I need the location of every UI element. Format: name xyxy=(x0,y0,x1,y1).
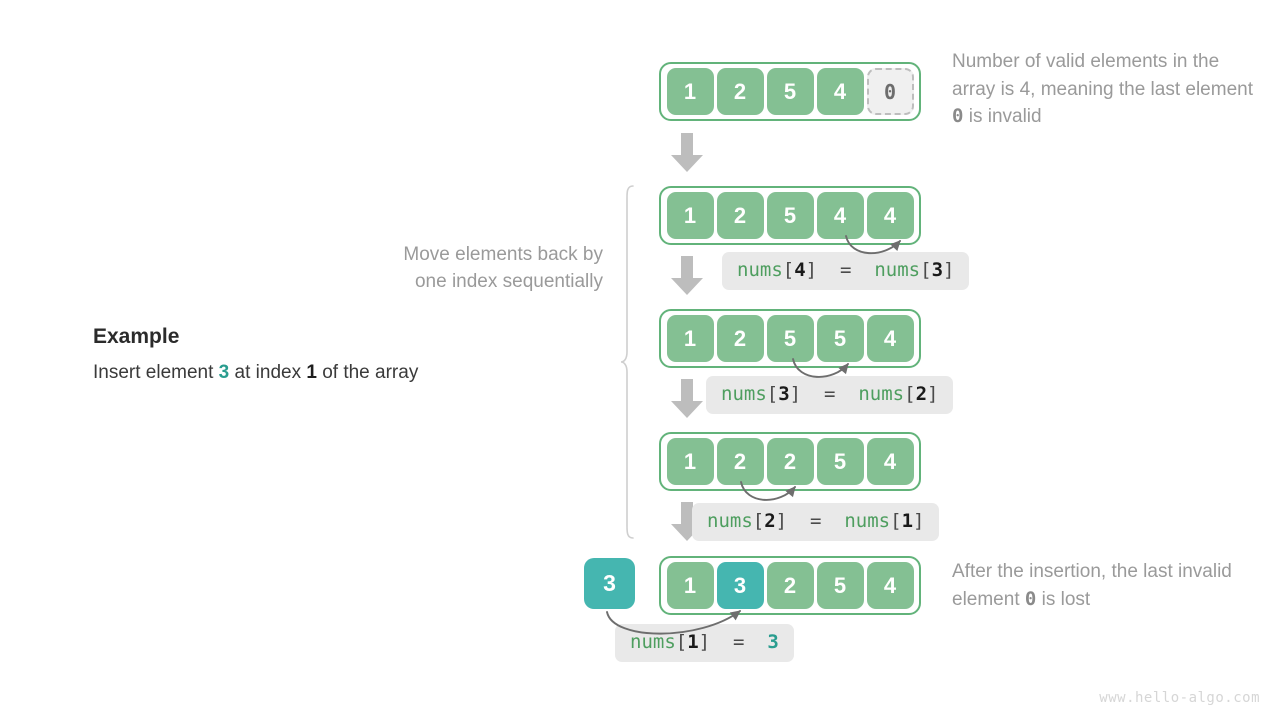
code-token-close: ] xyxy=(698,631,711,653)
example-desc-value: 3 xyxy=(218,362,230,384)
array-cell-invalid[interactable]: 0 xyxy=(866,68,914,115)
down-arrow-icon xyxy=(671,133,703,172)
code-token-close: ] xyxy=(927,383,939,405)
array-cell-highlight[interactable]: 3 xyxy=(716,562,764,609)
array-row-shift-1: 1 2 5 4 4 xyxy=(659,186,921,245)
array-cell[interactable]: 4 xyxy=(866,192,914,239)
code-token-index: 1 xyxy=(687,631,699,653)
array-container-shift-3: 1 2 2 5 4 xyxy=(659,432,921,491)
code-token-index: 2 xyxy=(915,383,928,405)
code-token-open: [ xyxy=(904,383,916,405)
array-cell[interactable]: 2 xyxy=(766,438,814,485)
code-token-close: ] xyxy=(775,510,788,532)
example-desc-pre: Insert element xyxy=(93,362,219,384)
example-block: Example Insert element 3 at index 1 of t… xyxy=(93,324,553,386)
note-top-pre: Number of valid elements in the array is… xyxy=(952,51,1253,100)
code-token-name: nums xyxy=(858,383,905,405)
array-row-shift-2: 1 2 5 5 4 xyxy=(659,309,921,368)
array-cell[interactable]: 2 xyxy=(766,562,814,609)
code-token-equals: = xyxy=(840,259,852,281)
code-token-literal: 3 xyxy=(767,631,779,653)
array-row-initial: 1 2 5 4 0 xyxy=(659,62,921,121)
inserted-value-cell[interactable]: 3 xyxy=(584,558,635,609)
code-token-name: nums xyxy=(721,383,767,405)
code-token-equals: = xyxy=(810,510,822,532)
code-token-open: [ xyxy=(890,510,902,532)
code-token-equals: = xyxy=(824,383,836,405)
array-cell[interactable]: 4 xyxy=(866,438,914,485)
array-cell[interactable]: 1 xyxy=(666,315,714,362)
code-token-close: ] xyxy=(805,259,818,281)
array-cell[interactable]: 5 xyxy=(816,315,864,362)
down-arrow-icon xyxy=(671,256,703,295)
code-label-assign-nums4: nums[4] = nums[3] xyxy=(722,252,970,290)
code-label-assign-nums1: nums[1] = 3 xyxy=(615,624,794,662)
example-desc-index: 1 xyxy=(306,362,317,384)
code-token-index: 2 xyxy=(764,510,776,532)
example-description: Insert element 3 at index 1 of the array xyxy=(93,361,553,386)
code-token-open: [ xyxy=(782,259,795,281)
array-cell[interactable]: 2 xyxy=(716,68,764,115)
code-token-open: [ xyxy=(920,259,932,281)
array-row-final: 1 3 2 5 4 xyxy=(659,556,921,615)
note-valid-elements: Number of valid elements in the array is… xyxy=(952,48,1264,131)
array-cell[interactable]: 2 xyxy=(716,192,764,239)
array-container-final: 1 3 2 5 4 xyxy=(659,556,921,615)
array-cell[interactable]: 1 xyxy=(666,192,714,239)
code-token-name: nums xyxy=(630,631,676,653)
code-token-index: 1 xyxy=(901,510,914,532)
array-cell[interactable]: 2 xyxy=(716,438,764,485)
code-token-name: nums xyxy=(737,259,783,281)
example-desc-mid: at index xyxy=(229,362,307,384)
array-cell[interactable]: 5 xyxy=(766,68,814,115)
code-token-index: 3 xyxy=(778,383,790,405)
code-token-open: [ xyxy=(766,383,779,405)
array-container-shift-1: 1 2 5 4 4 xyxy=(659,186,921,245)
code-token-index: 3 xyxy=(931,259,944,281)
array-cell[interactable]: 5 xyxy=(766,192,814,239)
note-bottom-zero: 0 xyxy=(1024,587,1037,610)
code-token-close: ] xyxy=(789,383,802,405)
watermark: www.hello-algo.com xyxy=(1099,690,1260,706)
array-cell[interactable]: 1 xyxy=(666,562,714,609)
array-row-shift-3: 1 2 2 5 4 xyxy=(659,432,921,491)
down-arrow-icon xyxy=(671,379,703,418)
code-label-assign-nums3: nums[3] = nums[2] xyxy=(706,376,954,414)
example-title: Example xyxy=(93,325,180,348)
note-top-zero: 0 xyxy=(952,105,964,128)
grouping-brace xyxy=(620,185,634,539)
array-cell[interactable]: 4 xyxy=(866,562,914,609)
code-token-name: nums xyxy=(707,510,753,532)
note-top-post: is invalid xyxy=(963,106,1042,128)
array-container-initial: 1 2 5 4 0 xyxy=(659,62,921,121)
code-token-open: [ xyxy=(675,631,688,653)
example-desc-post: of the array xyxy=(316,362,419,384)
code-token-name: nums xyxy=(874,259,921,281)
code-token-equals: = xyxy=(733,631,745,653)
array-cell[interactable]: 5 xyxy=(816,438,864,485)
move-elements-caption: Move elements back by one index sequenti… xyxy=(300,242,603,296)
code-label-assign-nums2: nums[2] = nums[1] xyxy=(692,503,940,541)
array-cell[interactable]: 4 xyxy=(816,192,864,239)
array-cell[interactable]: 4 xyxy=(866,315,914,362)
array-cell[interactable]: 2 xyxy=(716,315,764,362)
array-cell[interactable]: 4 xyxy=(816,68,864,115)
array-cell[interactable]: 1 xyxy=(666,68,714,115)
array-cell[interactable]: 5 xyxy=(766,315,814,362)
code-token-name: nums xyxy=(844,510,891,532)
move-caption-line-1: Move elements back by xyxy=(403,244,603,265)
array-container-shift-2: 1 2 5 5 4 xyxy=(659,309,921,368)
note-after-insertion: After the insertion, the last invalid el… xyxy=(952,558,1264,613)
move-caption-line-2: one index sequentially xyxy=(414,270,603,292)
code-token-close: ] xyxy=(913,510,925,532)
array-cell[interactable]: 5 xyxy=(816,562,864,609)
code-token-open: [ xyxy=(752,510,765,532)
array-cell[interactable]: 1 xyxy=(666,438,714,485)
code-token-close: ] xyxy=(943,259,955,281)
note-bottom-pre: After the insertion, the last invalid el… xyxy=(952,561,1232,610)
code-token-index: 4 xyxy=(794,259,806,281)
note-bottom-post: is lost xyxy=(1036,588,1091,610)
